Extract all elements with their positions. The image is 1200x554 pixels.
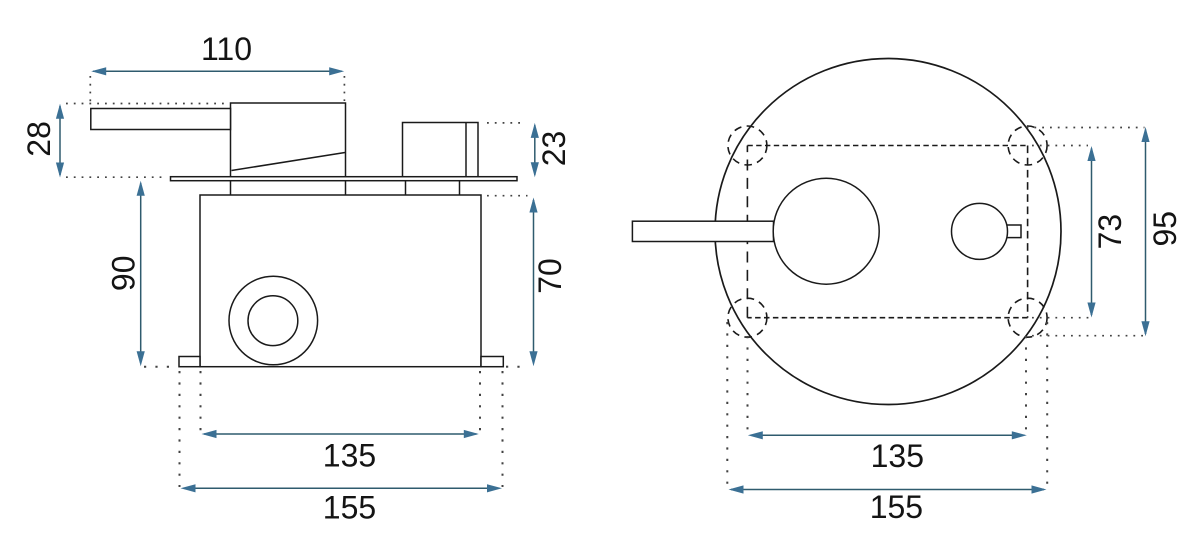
svg-text:135: 135 <box>323 437 376 473</box>
svg-text:70: 70 <box>532 258 568 294</box>
svg-text:95: 95 <box>1147 211 1183 247</box>
svg-text:23: 23 <box>536 131 572 167</box>
svg-text:28: 28 <box>21 121 57 157</box>
svg-text:73: 73 <box>1092 214 1128 250</box>
svg-text:90: 90 <box>105 256 141 292</box>
svg-text:155: 155 <box>870 489 923 525</box>
svg-text:135: 135 <box>871 438 924 474</box>
svg-text:155: 155 <box>323 490 376 526</box>
svg-text:110: 110 <box>201 31 252 67</box>
